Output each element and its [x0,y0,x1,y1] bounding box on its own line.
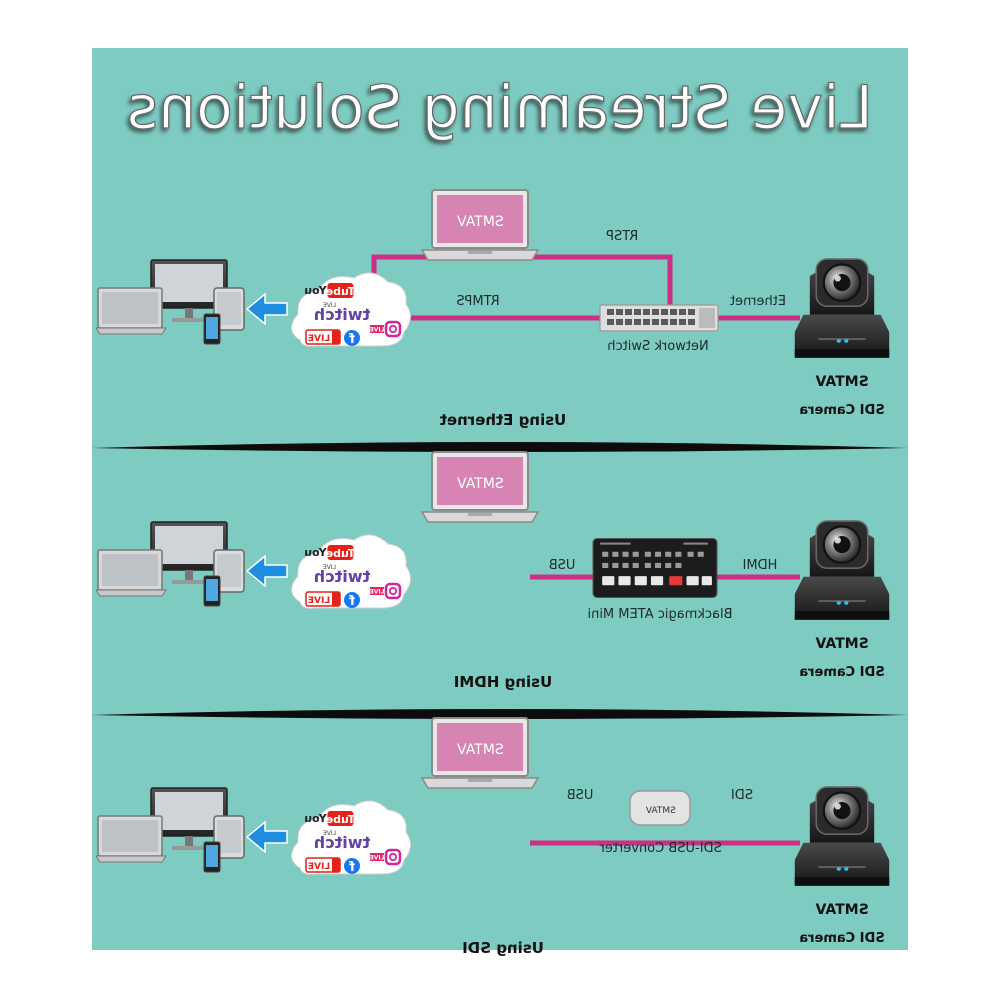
svg-text:Network Switch: Network Switch [607,339,708,354]
section-caption: Using HDMI [454,673,552,691]
svg-text:Tube: Tube [326,813,355,826]
section-caption: Using Ethernet [440,411,567,429]
svg-text:LIVE: LIVE [370,327,385,334]
svg-text:LIVE: LIVE [370,589,385,596]
svg-text:You: You [304,284,327,297]
svg-text:SMTAV: SMTAV [815,902,868,918]
svg-text:Using HDMI: Using HDMI [454,673,552,691]
svg-text:LIVE: LIVE [323,302,336,309]
svg-text:USB: USB [549,558,576,573]
svg-text:SMTAV: SMTAV [645,806,676,816]
svg-text:SDI: SDI [731,788,753,803]
svg-text:Using Ethernet: Using Ethernet [440,411,567,429]
svg-text:Tube: Tube [326,547,355,560]
camera-type-label: SDI Camera [799,931,884,946]
rtsp-link-label: RTSP [606,229,638,244]
svg-text:SDI Camera: SDI Camera [799,665,884,680]
camera-type-label: SDI Camera [799,403,884,418]
section-3: TubeYouLIVEtwitchLIVEfLIVESMTAVSMTAVSDI … [96,717,891,957]
svg-text:LIVE: LIVE [323,830,336,837]
facebook-icon: f [344,592,360,609]
svg-text:SDI-USB Converter: SDI-USB Converter [599,841,722,856]
usb-link-label: USB [549,558,576,573]
svg-text:SMTAV: SMTAV [457,214,504,230]
svg-text:LIVE: LIVE [370,855,385,862]
svg-text:Tube: Tube [326,285,355,298]
svg-text:RTSP: RTSP [606,229,638,244]
svg-text:LIVE: LIVE [308,862,330,872]
instagram-live-tag: LIVE [370,325,385,334]
section-2: TubeYouLIVEtwitchLIVEfLIVESMTAVSMTAVSDI … [96,451,891,691]
svg-text:LIVE: LIVE [308,334,330,344]
facebook-icon: f [344,858,360,875]
svg-text:SMTAV: SMTAV [815,374,868,390]
facebook-icon: f [344,330,360,347]
instagram-logo [384,320,402,338]
twitch-logo: twitch [314,567,370,586]
svg-text:SMTAV: SMTAV [457,742,504,758]
svg-text:Blackmagic ATEM Mini: Blackmagic ATEM Mini [587,607,732,622]
laptop-brand-label: SMTAV [457,742,504,758]
svg-text:Live Streaming Solutions: Live Streaming Solutions [127,73,873,143]
live-badge: LIVE [305,591,341,607]
svg-text:USB: USB [567,788,594,803]
section-divider [92,709,908,719]
svg-text:Using SDI: Using SDI [462,939,544,957]
svg-text:SMTAV: SMTAV [815,636,868,652]
svg-text:twitch: twitch [314,567,370,586]
rtmps-link-label: RTMPS [456,294,499,309]
device-label: Network Switch [607,339,708,354]
atem-mini-switcher-icon [592,538,718,598]
laptop-brand-label: SMTAV [457,476,504,492]
svg-text:SMTAV: SMTAV [457,476,504,492]
live-badge: LIVE [305,329,341,345]
section-divider [92,442,908,452]
svg-text:You: You [304,546,327,559]
svg-text:f: f [349,594,355,609]
live-badge: LIVE [305,857,341,873]
svg-text:SDI Camera: SDI Camera [799,403,884,418]
camera-name-label: SMTAV [815,374,868,390]
svg-text:Ethernet: Ethernet [730,294,786,309]
svg-text:LIVE: LIVE [323,564,336,571]
device-label: SDI-USB Converter [599,841,722,856]
network-switch-icon [599,304,719,332]
twitch-logo: twitch [314,305,370,324]
svg-text:SDI Camera: SDI Camera [799,931,884,946]
section-caption: Using SDI [462,939,544,957]
svg-text:twitch: twitch [314,833,370,852]
svg-text:You: You [304,812,327,825]
sdi-usb-converter-icon [629,790,691,826]
svg-text:LIVE: LIVE [308,596,330,606]
camera-type-label: SDI Camera [799,665,884,680]
section-1: TubeYouLIVEtwitchLIVEfLIVESMTAVSMTAVSDI … [96,189,891,429]
camera-name-label: SMTAV [815,902,868,918]
page-title: Live Streaming Solutions [126,72,873,143]
instagram-logo [384,848,402,866]
converter-brand-label: SMTAV [645,806,676,816]
twitch-logo: twitch [314,833,370,852]
usb-link-label: USB [567,788,594,803]
svg-text:RTMPS: RTMPS [456,294,499,309]
camera-link-label: Ethernet [730,294,786,309]
instagram-live-tag: LIVE [370,587,385,596]
svg-text:f: f [349,332,355,347]
laptop-brand-label: SMTAV [457,214,504,230]
instagram-live-tag: LIVE [370,853,385,862]
device-label: Blackmagic ATEM Mini [587,607,732,622]
hdmi-link-label: HDMI [743,558,778,573]
svg-text:twitch: twitch [314,305,370,324]
svg-text:HDMI: HDMI [743,558,778,573]
svg-text:f: f [349,860,355,875]
camera-name-label: SMTAV [815,636,868,652]
sdi-link-label: SDI [731,788,753,803]
instagram-logo [384,582,402,600]
